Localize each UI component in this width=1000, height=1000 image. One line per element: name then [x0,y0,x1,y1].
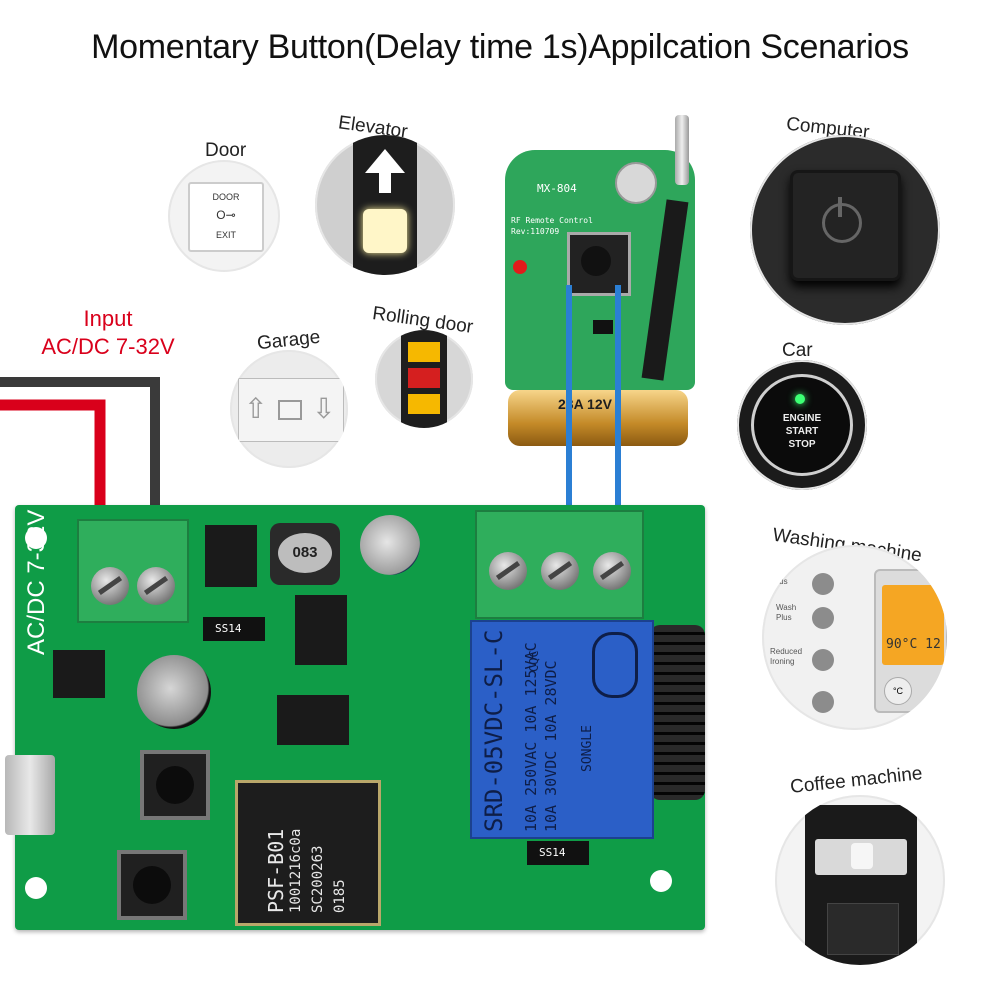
remote-text1: RF Remote Control [511,216,593,225]
capacitor-large [137,655,211,729]
door-label-top: DOOR [212,192,240,202]
car-line1: ENGINE [782,413,822,424]
input-label-line1: Input [83,306,133,331]
wash-item-4: Ironing [770,657,795,666]
relay-terminal-block [475,510,644,619]
power-button-icon [750,135,940,325]
relay-cqc: CQC [527,650,541,672]
antenna-coil [650,625,705,800]
inductor: 083 [270,523,340,585]
relay-model: SRD-05VDC-SL-C [480,629,508,832]
door-exit-button-icon: DOOR O⊸ EXIT [168,160,280,272]
blue-wire-2 [615,285,621,510]
ic-chip-2 [277,695,349,745]
input-label-line2: AC/DC 7-32V [41,334,175,359]
car-line2: START [785,426,819,437]
tactile-button-1[interactable] [140,750,210,820]
bridge-rectifier [53,650,105,698]
power-terminal-block [77,519,189,623]
wash-item-0: Plus [772,577,788,586]
wash-item-2: Plus [776,613,792,622]
elevator-up-button-icon [315,135,455,275]
module-line-2: SC200263 [310,845,326,913]
car-line3: STOP [788,439,816,450]
remote-model: MX-804 [537,182,577,195]
washing-machine-panel-icon: Plus Wash Plus Reduced Ironing 90°C 12 °… [762,545,947,730]
relay-line-2: 10A 30VDC 10A 28VDC [542,660,560,832]
module-line-0: PSF-B01 [264,828,288,913]
page-title: Momentary Button(Delay time 1s)Appilcati… [91,28,909,66]
engine-start-button-icon: ENGINE START STOP [737,360,867,490]
tactile-button-2[interactable] [117,850,187,920]
rolling-door-remote-icon [375,330,473,428]
antenna-tip [675,115,689,185]
scenario-label-door: Door [205,140,247,161]
relay-brand: SONGLE [580,725,595,772]
silk-acdc-label: AC/DC 7-32V [23,509,50,655]
relay: 10A 250VAC 10A 125VAC 10A 30VDC 10A 28VD… [470,620,654,839]
module-line-3: 0185 [332,879,348,913]
wash-item-1: Wash [776,603,797,612]
diode-ss14-2: SS14 [527,841,589,865]
micro-usb-port[interactable] [5,755,55,835]
door-label-bottom: EXIT [215,230,236,240]
capacitor-small [360,515,420,575]
songle-logo-icon [592,632,638,698]
coffee-machine-icon [775,795,945,965]
scenario-label-coffee-machine: Coffee machine [789,763,924,798]
wash-item-3: Reduced [770,647,803,656]
diode-ss14: SS14 [203,617,265,641]
regulator-chip [295,595,347,665]
garage-remote-icon: ⇧ ⇩ [230,350,348,468]
wash-display: 90°C 12 [886,637,941,652]
power-wires [0,377,160,505]
battery: 23A 12V [508,390,688,446]
remote-text2: Rev:110709 [511,227,560,236]
wifi-module: PSF-B01 1001216c0a SC200263 0185 [235,780,381,926]
blue-wire-1 [566,285,572,510]
input-label: Input AC/DC 7-32V [18,305,198,361]
scenario-label-car: Car [782,340,813,361]
inductor-label: 083 [278,533,332,573]
ic-chip-1 [205,525,257,587]
module-line-1: 1001216c0a [288,828,304,913]
